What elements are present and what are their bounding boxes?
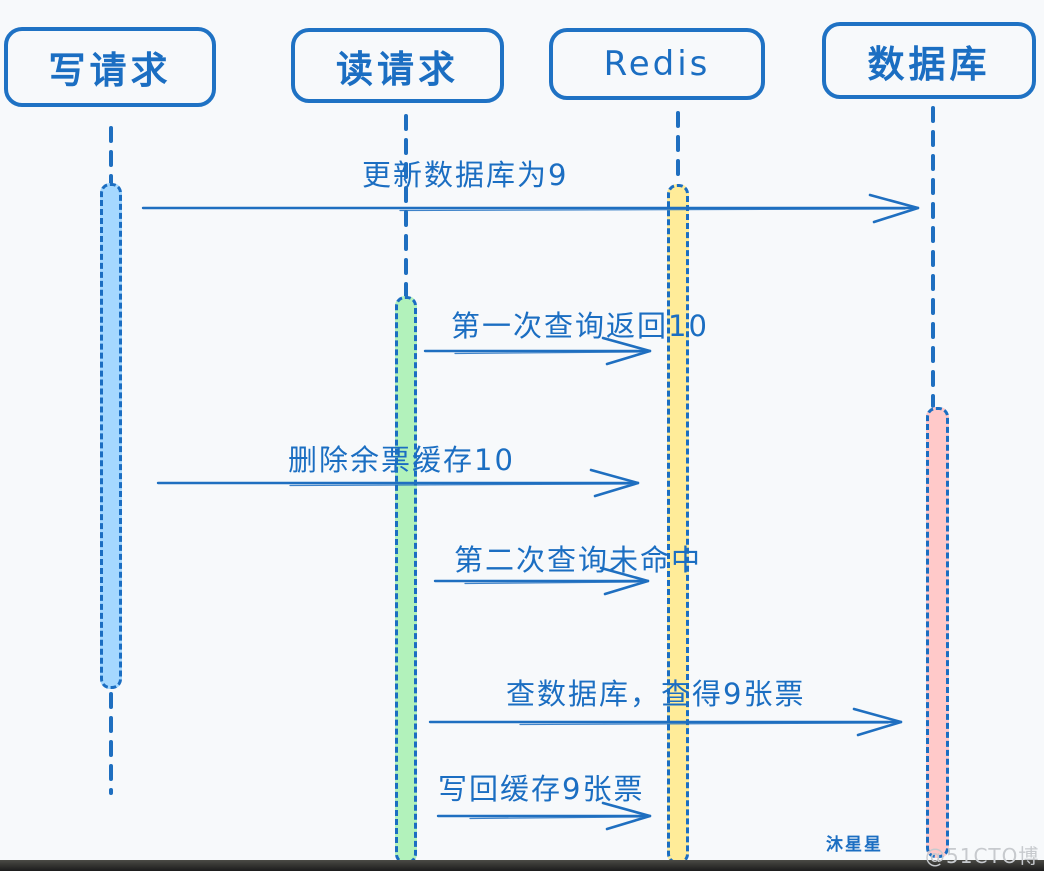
actor-box-write-request: 写请求: [4, 27, 216, 107]
actor-label-write-request: 写请求: [48, 49, 172, 92]
message-arrow-update-db: [141, 193, 920, 224]
message-label-update-db: 更新数据库为9: [362, 158, 569, 192]
message-label-query-db: 查数据库，查得9张票: [506, 677, 806, 711]
site-watermark: @51CTO博客: [925, 844, 1040, 868]
actor-label-redis: Redis: [603, 44, 711, 84]
author-signature: 沐星星: [826, 835, 883, 855]
actor-label-database: 数据库: [867, 42, 991, 86]
actor-box-read-request: 读请求: [291, 28, 504, 103]
message-label-second-query: 第二次查询未命中: [454, 543, 703, 577]
activation-bar-redis: [667, 184, 689, 864]
actor-box-database: 数据库: [822, 22, 1036, 99]
actor-label-read-request: 读请求: [336, 47, 459, 91]
activation-bar-database: [926, 407, 949, 858]
activation-bar-read-request: [395, 296, 417, 864]
message-label-write-back: 写回缓存9张票: [438, 772, 645, 806]
activation-bar-write-request: [100, 183, 122, 689]
actor-box-redis: Redis: [549, 28, 765, 100]
message-label-delete-cache: 删除余票缓存10: [288, 443, 515, 477]
bottom-dark-bar: [0, 860, 1044, 871]
message-label-first-query: 第一次查询返回10: [451, 309, 709, 343]
